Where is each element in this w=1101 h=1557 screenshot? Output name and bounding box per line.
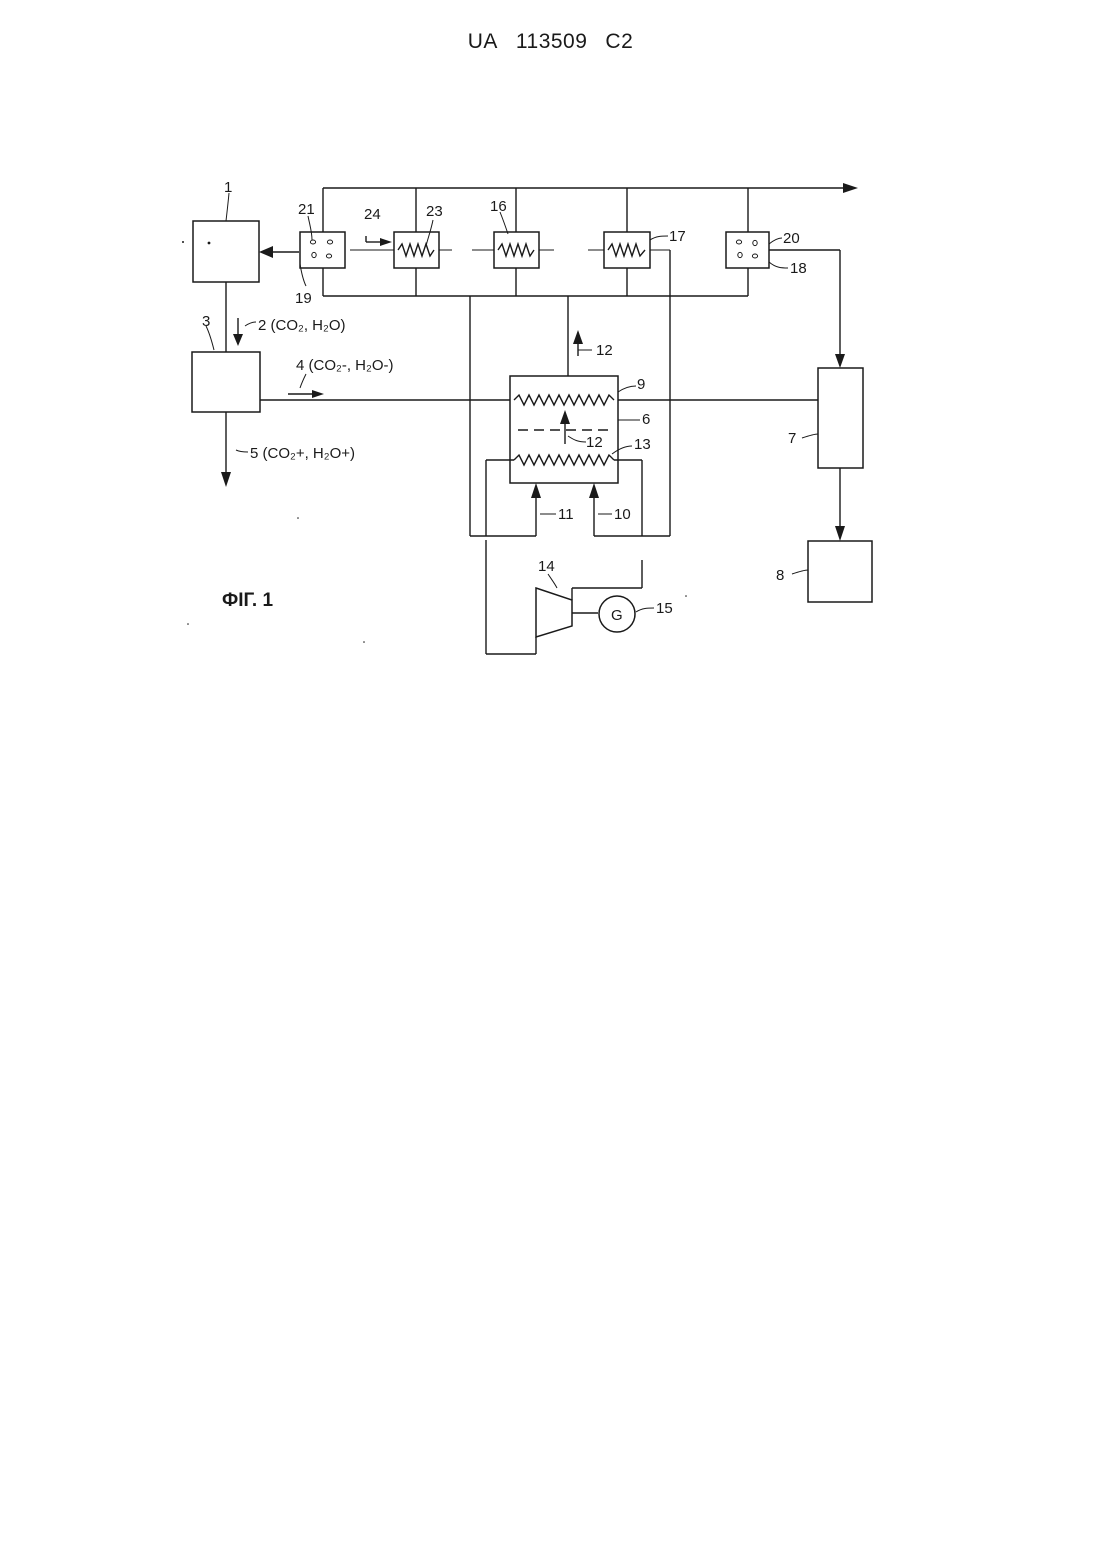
unit-18-box: [726, 232, 769, 268]
arrow-10: [589, 483, 612, 536]
leader-16: [500, 212, 508, 234]
label-6: 6: [642, 411, 650, 428]
label-23: 23: [426, 203, 443, 220]
label-14: 14: [538, 558, 555, 575]
label-8: 8: [776, 567, 784, 584]
label-12-top: 12: [596, 342, 613, 359]
label-11: 11: [558, 506, 574, 523]
leader-18: [769, 262, 788, 268]
label-19: 19: [295, 290, 312, 307]
label-1: 1: [224, 179, 232, 196]
heat-exchanger-17: [604, 232, 650, 268]
label-18: 18: [790, 260, 807, 277]
arrow-11: [531, 483, 556, 536]
arrow-19-to-1: [259, 246, 299, 258]
label-stream-4: 4 (CO₂-, H₂O-): [296, 357, 393, 374]
bottom-collection-line: [323, 268, 748, 296]
stream-5-arrow: [221, 412, 231, 487]
unit-3-box: [192, 352, 260, 412]
top-steam-line: [323, 183, 858, 232]
generator-letter: G: [611, 607, 623, 624]
label-13: 13: [634, 436, 651, 453]
unit-1-box: [193, 221, 259, 282]
label-3: 3: [202, 313, 210, 330]
label-20: 20: [783, 230, 800, 247]
unit-8-box: [808, 541, 872, 602]
label-17: 17: [669, 228, 686, 245]
arrow-7-to-8: [835, 468, 845, 541]
unit-7-box: [818, 368, 863, 468]
label-15: 15: [656, 600, 673, 617]
stream-24-arrow: [350, 236, 394, 250]
label-10: 10: [614, 506, 631, 523]
label-16: 16: [490, 198, 507, 215]
unit-19-box: [300, 232, 345, 268]
label-7: 7: [788, 430, 796, 447]
label-24: 24: [364, 206, 381, 223]
arrow-12-top: [573, 330, 583, 356]
label-9: 9: [637, 376, 645, 393]
label-stream-5: 5 (CO₂+, H₂O+): [250, 445, 355, 462]
leader-17: [650, 236, 668, 240]
label-21: 21: [298, 201, 315, 218]
stream-2-line: [226, 282, 243, 352]
label-stream-2: 2 (CO₂, H₂O): [258, 317, 345, 334]
label-12-mid: 12: [586, 434, 603, 451]
figure-caption: ФІГ. 1: [222, 590, 273, 611]
leader-1: [226, 193, 229, 221]
leader-20: [769, 238, 782, 244]
